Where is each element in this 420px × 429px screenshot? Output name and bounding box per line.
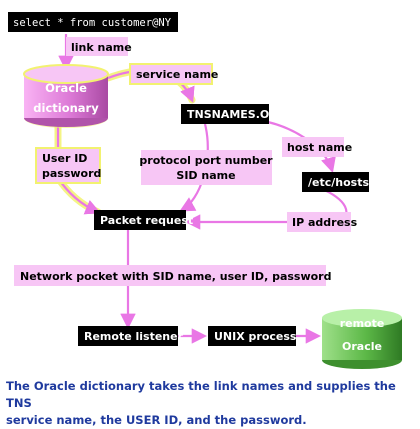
ip-address-text: IP address [292,216,358,229]
password-text: password [42,167,101,180]
packet-request-text: Packet request [100,214,193,227]
oracle-dictionary-line2: dictionary [33,101,99,115]
caption-line1: The Oracle dictionary takes the link nam… [6,379,396,410]
remote-listener-box: Remote listener [78,326,184,346]
diagram-caption: The Oracle dictionary takes the link nam… [6,378,416,429]
network-packet-label: Network pocket with SID name, user ID, p… [14,265,331,286]
link-name-text: link name [71,41,132,54]
protocol-sid-label: protocol port number SID name [139,150,273,185]
remote-db-line2: Oracle [342,340,382,353]
protocol-port-text: protocol port number [139,154,273,167]
oracle-dictionary-line1: Oracle [45,81,87,95]
ip-address-label: IP address [287,212,358,232]
etc-hosts-box: /etc/hosts [302,172,369,192]
remote-db-line1: remote [340,317,385,330]
unix-process-text: UNIX process [214,330,297,343]
remote-oracle-db: remote Oracle [322,309,402,369]
oracle-dictionary-db: Oracle dictionary [23,64,109,128]
remote-listener-text: Remote listener [84,330,184,343]
service-name-text: service name [136,68,218,81]
caption-line2: service name, the USER ID, and the passw… [6,413,307,427]
user-id-text: User ID [42,152,87,165]
tnsnames-box: TNSNAMES.ORA [181,104,287,124]
tnsnames-text: TNSNAMES.ORA [187,108,287,121]
oracle-remote-connection-diagram: select * from customer@NY link name Orac… [8,12,402,369]
link-name-label: link name [66,37,132,56]
user-id-password-label: User ID password [35,147,101,184]
service-name-label: service name [129,63,218,85]
etc-hosts-text: /etc/hosts [308,176,369,189]
host-name-text: host name [287,141,352,154]
sql-command-text: select * from customer@NY [13,17,172,29]
packet-request-box: Packet request [94,210,193,230]
host-name-label: host name [282,137,352,157]
network-packet-text: Network pocket with SID name, user ID, p… [20,270,331,283]
unix-process-box: UNIX process [208,326,297,346]
sql-command-box: select * from customer@NY [8,12,178,32]
sid-name-text: SID name [176,169,235,182]
